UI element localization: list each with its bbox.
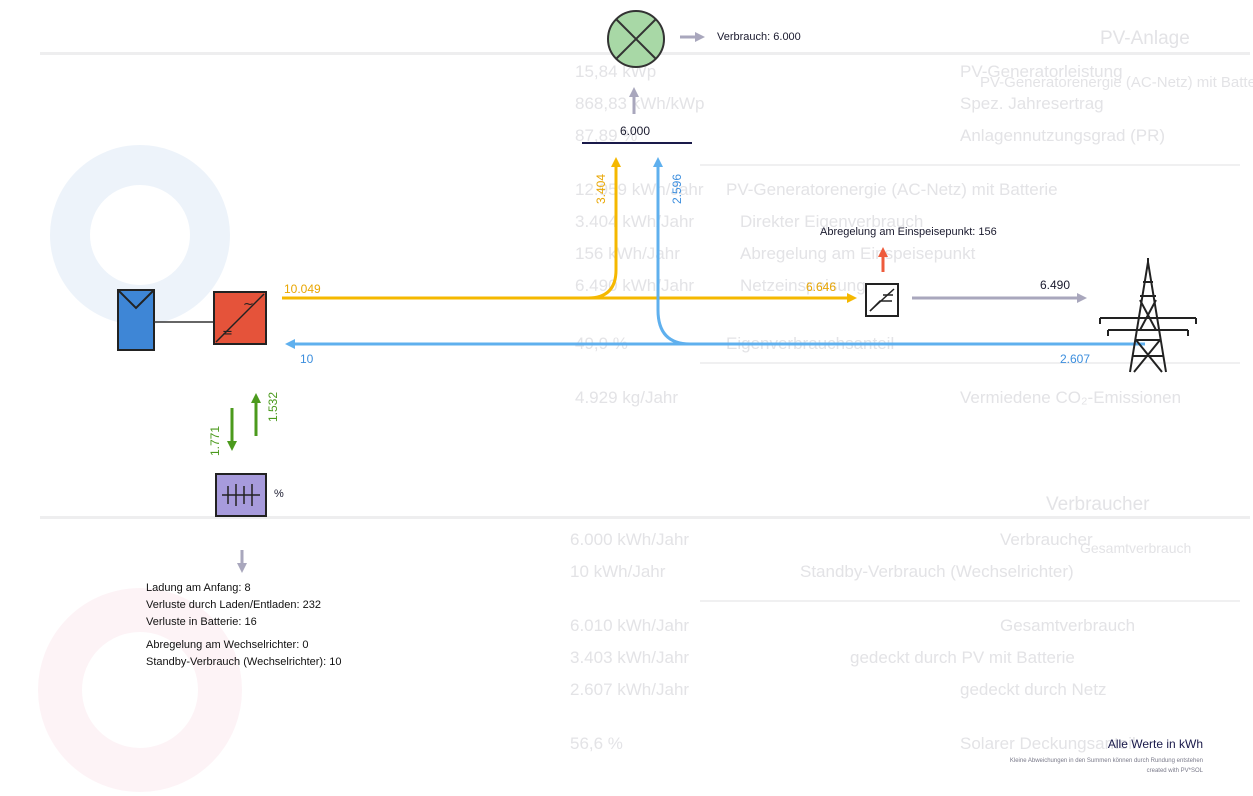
- battery-info-row: Ladung am Anfang: 8: [146, 580, 341, 597]
- bg-table-rule-1: [700, 164, 1240, 166]
- bg-consumer-left-3: gedeckt durch PV mit Batterie: [850, 648, 1075, 667]
- battery-info-value: 0: [302, 639, 309, 651]
- bg-top-right-caption: PV-Generatorenergie (AC-Netz) mit Batter…: [980, 74, 1253, 91]
- battery-info-value: 8: [244, 582, 251, 594]
- bg-row-right-6: 6.490 kWh/Jahr: [575, 276, 695, 295]
- flow-value-pv-consumer: 3.404: [594, 173, 609, 205]
- bg-consumer-left-2: Gesamtverbrauch: [1000, 616, 1136, 635]
- battery-info-label: Abregelung am Wechselrichter:: [146, 639, 300, 651]
- bg-consumer-right-1: 10 kWh/Jahr: [570, 562, 666, 581]
- bg-rule-mid: [40, 516, 1250, 519]
- bg-row-right-2: 87,89 %: [575, 126, 638, 145]
- bg-section-pv: PV-Anlage: [1100, 28, 1190, 49]
- bg-row-right-5: 156 kWh/Jahr: [575, 244, 680, 263]
- bg-consumer-right-4: 2.607 kWh/Jahr: [570, 680, 690, 699]
- battery-info-row: Standby-Verbrauch (Wechselrichter): 10: [146, 654, 341, 671]
- svg-text:=: =: [222, 326, 233, 341]
- consumer-icon: [607, 10, 665, 68]
- battery-info: Ladung am Anfang: 8 Verluste durch Laden…: [146, 580, 341, 671]
- flow-value-to-feed-point: 6.646: [806, 280, 837, 294]
- grid-tower-icon: [1099, 258, 1197, 373]
- bg-row-left-0: PV-Generatorleistung: [960, 62, 1123, 81]
- battery-info-label: Verluste durch Laden/Entladen:: [146, 599, 300, 611]
- flow-value-grid-to-inverter: 10: [300, 352, 314, 366]
- bg-row-left-6: Netzeinspeisung: [740, 276, 866, 295]
- bg-table-rule-3: [700, 600, 1240, 602]
- battery-percent: %: [274, 488, 284, 500]
- bg-row-left-8: Vermiedene CO₂-Emissionen: [960, 388, 1182, 407]
- unit-note: Alle Werte in kWh: [1107, 737, 1203, 751]
- bg-consumer-left-0: Verbraucher: [1000, 530, 1093, 549]
- bg-table-rule-2: [700, 362, 1240, 364]
- battery-info-label: Verluste in Batterie:: [146, 616, 242, 628]
- verbrauch-label-group: Verbrauch: 6.000: [717, 31, 801, 43]
- flow-value-pv-start: 10.049: [284, 282, 321, 296]
- battery-info-value: 16: [244, 616, 257, 628]
- flow-value-grid-return: 2.607: [1060, 352, 1091, 366]
- svg-text:~: ~: [243, 297, 254, 312]
- bg-consumer-left-4: gedeckt durch Netz: [960, 680, 1107, 699]
- verbrauch-value: 6.000: [773, 31, 801, 43]
- bg-row-left-3: PV-Generatorenergie (AC-Netz) mit Batter…: [726, 180, 1058, 199]
- bg-row-right-8: 4.929 kg/Jahr: [575, 388, 679, 407]
- battery-info-value: 10: [329, 656, 342, 668]
- bg-section-consumer: Verbraucher: [1046, 494, 1150, 515]
- abregelung-label-group: Abregelung am Einspeisepunkt: 156: [820, 226, 997, 238]
- bg-donut-bottom: [38, 588, 242, 792]
- abregelung-value: 156: [978, 226, 997, 238]
- bg-row-right-4: 3.404 kWh/Jahr: [575, 212, 695, 231]
- battery-info-label: Standby-Verbrauch (Wechselrichter):: [146, 656, 327, 668]
- inverter-icon: ~ =: [213, 291, 267, 345]
- flow-value-to-grid: 6.490: [1040, 278, 1071, 292]
- bg-consumer-left-5: Solarer Deckungsanteil: [960, 734, 1136, 753]
- battery-info-value: 232: [302, 599, 321, 611]
- battery-icon: [215, 473, 267, 517]
- bg-row-left-5: Abregelung am Einspeisepunkt: [740, 244, 976, 263]
- flow-value-battery-discharge: 1.532: [266, 391, 281, 423]
- flow-pv-to-consumer: [587, 157, 621, 300]
- bg-consumer-right-2: 6.010 kWh/Jahr: [570, 616, 690, 635]
- abregelung-label: Abregelung am Einspeisepunkt:: [820, 226, 976, 238]
- bg-donut-top: [50, 145, 230, 325]
- battery-info-label: Ladung am Anfang:: [146, 582, 242, 594]
- bg-consumer-left-1: Standby-Verbrauch (Wechselrichter): [800, 562, 1074, 581]
- consumer-sum-value: 6.000: [620, 124, 651, 138]
- battery-info-row: Abregelung am Wechselrichter: 0: [146, 637, 341, 654]
- bg-gesamt-caption: Gesamtverbrauch: [1080, 540, 1192, 556]
- battery-info-row: Verluste in Batterie: 16: [146, 614, 341, 631]
- bg-consumer-right-3: 3.403 kWh/Jahr: [570, 648, 690, 667]
- bg-row-left-2: Anlagennutzungsgrad (PR): [960, 126, 1166, 145]
- bg-row-left-4: Direkter Eigenverbrauch: [740, 212, 924, 231]
- bg-row-left-1: Spez. Jahresertrag: [960, 94, 1104, 113]
- feed-point-meter-icon: [865, 283, 899, 317]
- flow-value-grid-consumer: 2.596: [670, 173, 685, 205]
- bg-consumer-right-5: 56,6 %: [570, 734, 623, 753]
- rounding-note: Kleine Abweichungen in den Summen können…: [1009, 758, 1203, 764]
- bg-consumer-right-0: 6.000 kWh/Jahr: [570, 530, 690, 549]
- bg-row-right-1: 868,83 kWh/kWp: [575, 94, 705, 113]
- flow-value-battery-charge: 1.771: [208, 425, 223, 457]
- battery-info-row: Verluste durch Laden/Entladen: 232: [146, 597, 341, 614]
- bg-row-right-3: 12.959 kWh/Jahr: [575, 180, 704, 199]
- pv-module-icon: [117, 289, 155, 351]
- created-with: created with PV*SOL: [1146, 768, 1203, 774]
- verbrauch-label: Verbrauch:: [717, 31, 771, 43]
- flow-grid-to-consumer: [653, 157, 691, 346]
